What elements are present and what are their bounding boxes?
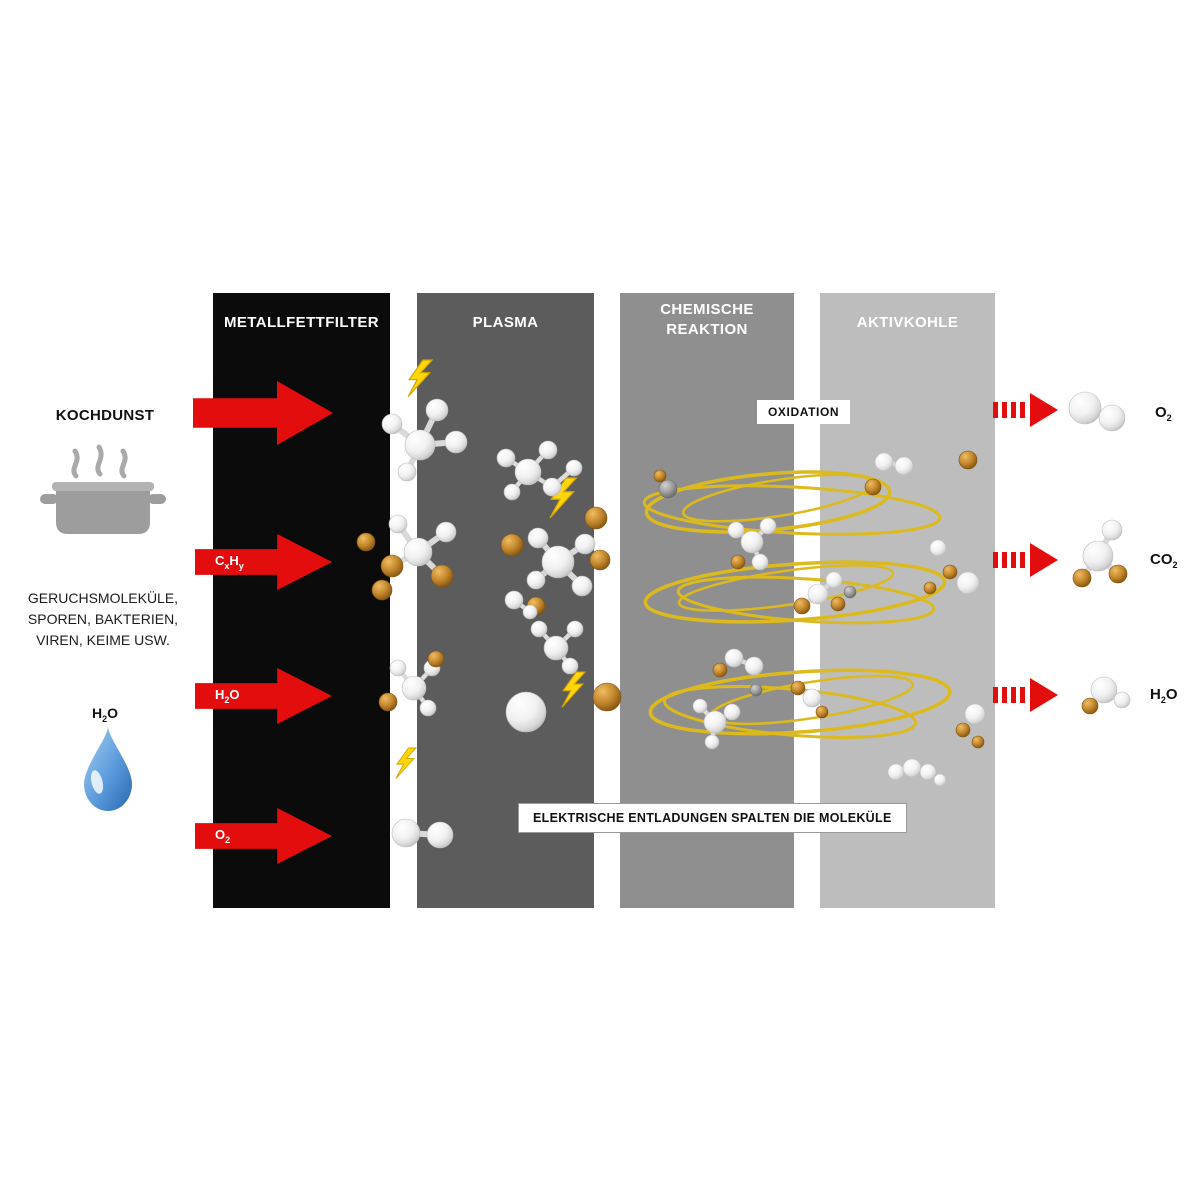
kochdunst-label: KOCHDUNST xyxy=(55,407,155,424)
stage-label-metallfettfilter: METALLFETTFILTER xyxy=(224,314,379,331)
stage-label-aktivkohle: AKTIVKOHLE xyxy=(856,314,959,331)
description-line-3: VIREN, KEIME USW. xyxy=(36,632,170,648)
arrow-label-cxhy: CxHy xyxy=(215,553,244,571)
stage-label-chemische-reaktion: CHEMISCHE REAKTION xyxy=(660,301,754,338)
description-line-1: GERUCHSMOLEKÜLE, xyxy=(27,590,179,606)
arrow-label-o2: O2 xyxy=(215,827,231,845)
molecule-h2o-output xyxy=(1081,676,1131,715)
steam-icon xyxy=(71,444,128,479)
h2o-input-label: H2O xyxy=(91,705,119,724)
discharge-annotation: ELEKTRISCHE ENTLADUNGEN SPALTEN DIE MOLE… xyxy=(518,803,907,833)
odor-particle xyxy=(592,682,622,712)
arrowhead-icon xyxy=(1030,678,1058,712)
stage-metallfettfilter: METALLFETTFILTER xyxy=(213,293,390,908)
output-arrow-h2o xyxy=(993,677,1058,713)
pot-handle-right xyxy=(148,494,166,504)
odor-particle xyxy=(793,597,811,615)
arrowhead-icon xyxy=(1030,393,1058,427)
input-description: GERUCHSMOLEKÜLE, SPOREN, BAKTERIEN, VIRE… xyxy=(8,588,198,651)
arrowhead-icon xyxy=(1030,543,1058,577)
cooking-pot-icon xyxy=(40,444,166,534)
molecule-co2-output xyxy=(1072,519,1128,588)
description-line-2: SPOREN, BAKTERIEN, xyxy=(27,611,179,627)
output-label-o2: O2 xyxy=(1155,404,1172,423)
output-label-co2: CO2 xyxy=(1150,551,1178,570)
odor-particle xyxy=(1108,564,1128,584)
pot-body xyxy=(56,491,150,534)
pot-lid xyxy=(52,482,154,491)
output-arrow-co2 xyxy=(993,542,1058,578)
water-drop-icon xyxy=(84,726,132,811)
arrow-label-h2o: H2O xyxy=(215,687,240,705)
pot-handle-left xyxy=(40,494,58,504)
oxidation-annotation: OXIDATION xyxy=(757,400,851,424)
odor-particle xyxy=(1081,697,1099,715)
output-label-h2o: H2O xyxy=(1150,686,1178,705)
molecule-o2-output xyxy=(1068,391,1126,432)
stage-label-plasma: PLASMA xyxy=(472,314,539,331)
output-arrow-o2 xyxy=(993,392,1058,428)
odor-particle xyxy=(1072,568,1092,588)
lightning-bolt-icon xyxy=(395,747,417,779)
